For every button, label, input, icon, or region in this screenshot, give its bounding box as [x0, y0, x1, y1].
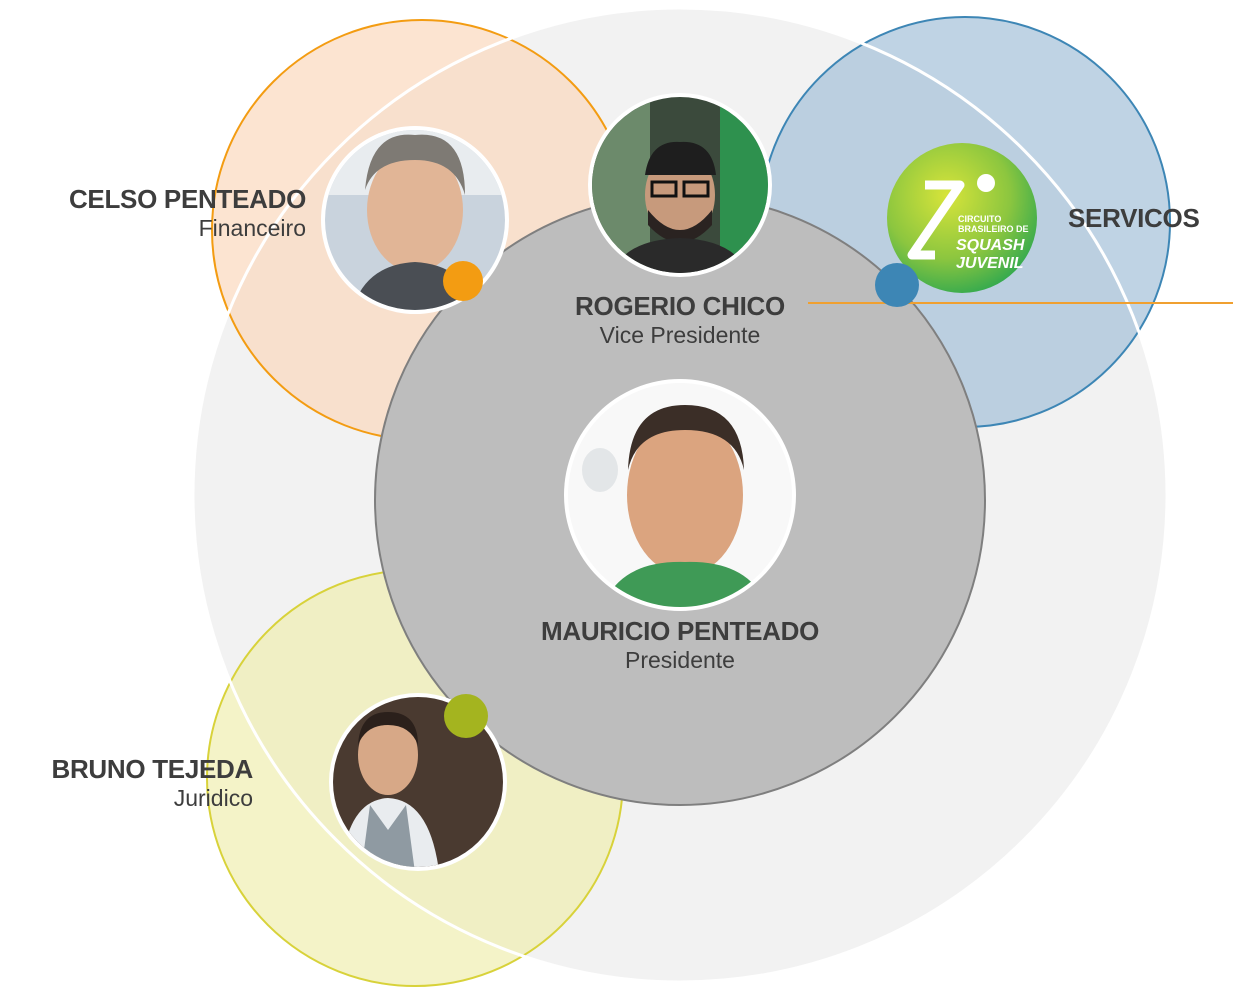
mauricio-name: MAURICIO PENTEADO	[540, 616, 820, 646]
bruno-avatar	[329, 693, 507, 871]
mauricio-label: MAURICIO PENTEADO Presidente	[480, 616, 880, 674]
logo-line3: SQUASH	[956, 237, 1025, 254]
rogerio-label: ROGERIO CHICO Vice Presidente	[540, 291, 820, 349]
outer-circle-outline	[191, 6, 1169, 984]
squash-juvenil-logo: CIRCUITO BRASILEIRO DE SQUASH JUVENIL	[887, 143, 1037, 293]
bruno-label: BRUNO TEJEDA Juridico	[51, 754, 253, 812]
rogerio-role: Vice Presidente	[599, 322, 761, 348]
rogerio-avatar	[588, 93, 772, 277]
servicos-dot	[875, 263, 919, 307]
rogerio-name: ROGERIO CHICO	[575, 291, 785, 321]
celso-name: CELSO PENTEADO	[68, 184, 306, 214]
logo-line2: BRASILEIRO DE	[958, 224, 1029, 234]
logo-line4: JUVENIL	[956, 255, 1024, 272]
mauricio-role: Presidente	[625, 647, 735, 673]
servicos-label: SERVICOS	[1068, 203, 1200, 234]
celso-role: Financeiro	[198, 215, 306, 241]
bruno-dot	[444, 694, 488, 738]
bruno-role: Juridico	[173, 785, 253, 811]
logo-line1: CIRCUITO	[958, 214, 1001, 224]
servicos-name: SERVICOS	[1068, 203, 1200, 233]
celso-label: CELSO PENTEADO Financeiro	[69, 184, 306, 242]
bruno-name: BRUNO TEJEDA	[51, 754, 253, 784]
celso-dot	[443, 261, 483, 301]
mauricio-avatar	[564, 379, 796, 611]
